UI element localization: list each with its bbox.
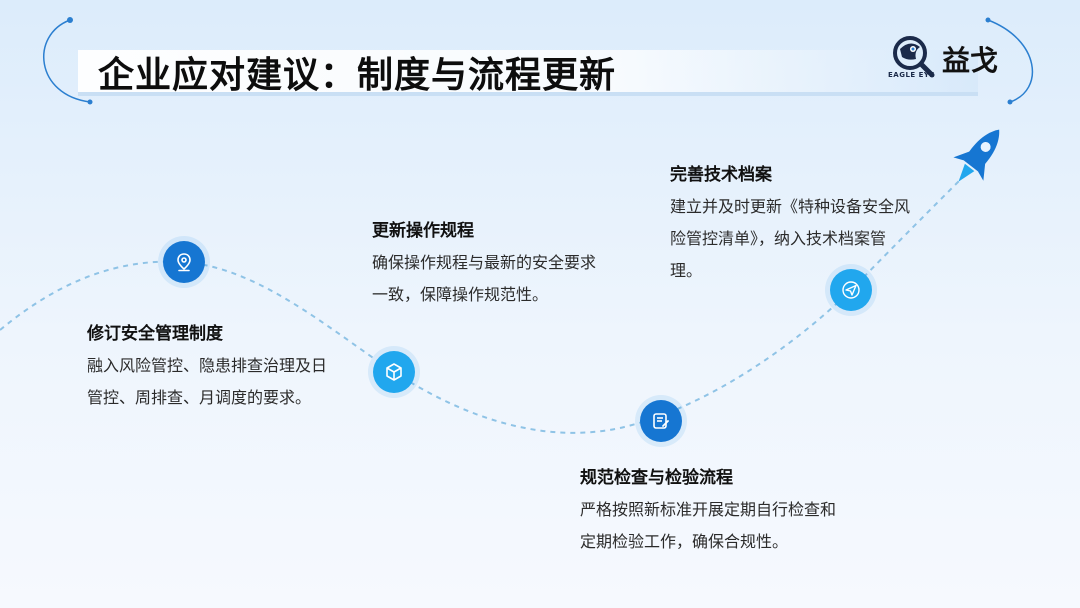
- rocket-icon: [953, 129, 1000, 182]
- step-title: 更新操作规程: [372, 221, 474, 241]
- left-arc-dot: [87, 99, 93, 105]
- step-block-4: 完善技术档案 建立并及时更新《特种设备安全风险管控清单》，纳入技术档案管理。: [670, 160, 910, 287]
- eagle-eye-logo-icon: [893, 36, 935, 78]
- step-node-1: [163, 241, 205, 283]
- left-arc-dot: [67, 17, 73, 23]
- cube-icon: [386, 363, 402, 381]
- step-block-3: 规范检查与检验流程 严格按照新标准开展定期自行检查和定期检验工作，确保合规性。: [580, 463, 840, 558]
- step-block-2: 更新操作规程 确保操作规程与最新的安全要求一致，保障操作规范性。: [372, 216, 602, 311]
- step-node-3: [640, 400, 682, 442]
- step-body: 建立并及时更新《特种设备安全风险管控清单》，纳入技术档案管理。: [670, 197, 911, 280]
- right-arc-dot: [1007, 99, 1013, 105]
- step-body: 融入风险管控、隐患排查治理及日管控、周排查、月调度的要求。: [87, 356, 328, 407]
- document-edit-icon: [653, 413, 669, 429]
- step-node-4: [830, 269, 872, 311]
- step-body: 确保操作规程与最新的安全要求一致，保障操作规范性。: [372, 253, 597, 304]
- step-title: 修订安全管理制度: [87, 324, 223, 344]
- paper-plane-icon: [842, 281, 860, 299]
- right-arc-dot: [985, 17, 991, 23]
- logo-name: 益戈: [942, 44, 999, 77]
- location-pin-icon: [177, 253, 191, 272]
- step-body: 严格按照新标准开展定期自行检查和定期检验工作，确保合规性。: [580, 500, 837, 551]
- logo-subtitle: EAGLE EYE: [888, 71, 935, 79]
- left-arc-decoration: [43, 19, 91, 103]
- right-arc-decoration: [987, 19, 1034, 103]
- step-block-1: 修订安全管理制度 融入风险管控、隐患排查治理及日管控、周排查、月调度的要求。: [87, 319, 332, 414]
- step-node-2: [373, 351, 415, 393]
- step-title: 规范检查与检验流程: [580, 468, 733, 488]
- brand-logo: 益戈 EAGLE EYE: [886, 33, 1016, 85]
- page-title: 企业应对建议：制度与流程更新: [98, 55, 617, 96]
- step-title: 完善技术档案: [670, 165, 772, 185]
- title-band: [78, 50, 978, 96]
